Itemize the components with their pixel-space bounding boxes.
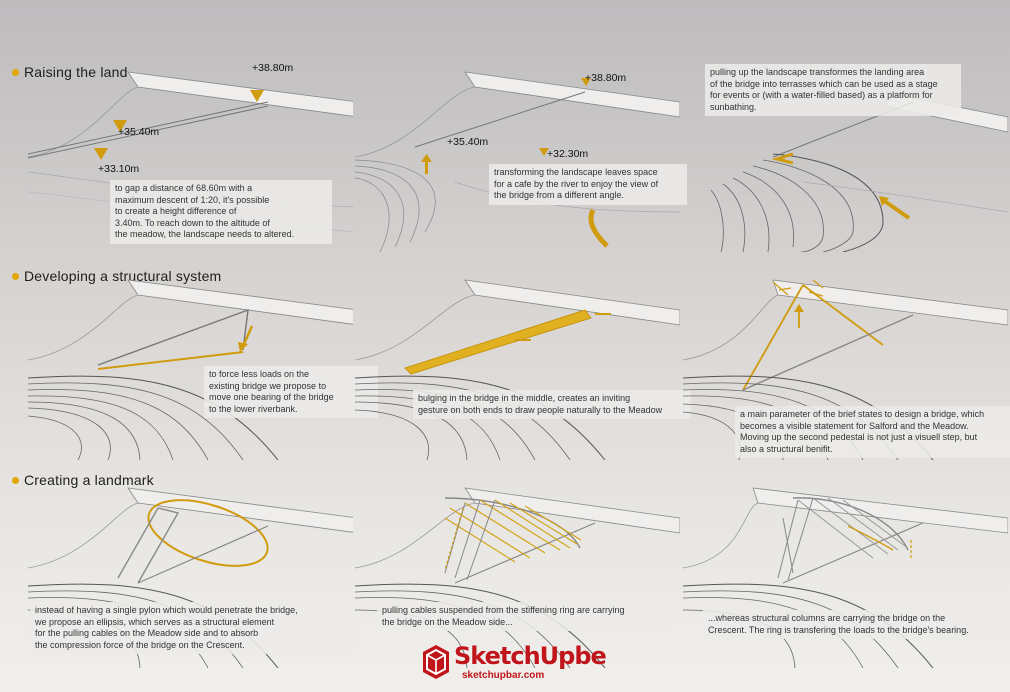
section-title-text: Raising the land [24,64,128,80]
landscape-drawing [683,279,1008,460]
diagram-panel-2: +38.80m +35.40m +32.30m transforming the… [355,62,687,252]
caption-text: to force less loads on the existing brid… [204,366,378,418]
landscape-drawing [28,279,353,460]
elevation-label: +38.80m [585,72,627,84]
diagram-panel-1: +38.80m +35.40m +33.10m to gap a distanc… [28,62,353,252]
bullet-icon [12,272,19,280]
landscape-drawing [355,71,680,252]
landscape-drawing [355,487,680,668]
caption-text: pulling cables suspended from the stiffe… [377,602,671,631]
section-title-text: Developing a structural system [24,268,222,284]
caption-text: pulling up the landscape transformes the… [705,64,961,116]
elevation-label: +32.30m [547,148,589,160]
diagram-panel-9: ...whereas structural columns are carryi… [683,478,1010,668]
caption-text: instead of having a single pylon which w… [30,602,358,654]
caption-text: bulging in the bridge in the middle, cre… [413,390,691,419]
diagram-panel-3: pulling up the landscape transformes the… [683,62,1008,252]
diagram-panel-4: to force less loads on the existing brid… [28,270,378,460]
section-title-text: Creating a landmark [24,472,154,488]
diagram-panel-5: bulging in the bridge in the middle, cre… [355,270,691,460]
elevation-label: +35.40m [447,136,489,148]
caption-text: transforming the landscape leaves space … [489,164,687,205]
diagram-panel-8: pulling cables suspended from the stiffe… [355,478,680,668]
sketchup-cube-icon [423,645,449,679]
landscape-drawing [683,487,1008,668]
bullet-icon [12,68,19,76]
bullet-icon [12,476,19,484]
caption-text: ...whereas structural columns are carryi… [703,610,1010,639]
landscape-drawing [355,279,680,460]
caption-text: a main parameter of the brief states to … [735,406,1010,458]
section-title-raising-land: Raising the land [12,64,128,80]
diagram-panel-6: a main parameter of the brief states to … [683,270,1010,460]
section-title-landmark: Creating a landmark [12,472,154,488]
elevation-label: +38.80m [252,62,294,74]
elevation-label: +35.40m [118,126,160,138]
elevation-label: +33.10m [98,163,140,175]
sketchup-logo: SketchUpbe sketchupbar.com [422,640,607,686]
diagram-panel-7: instead of having a single pylon which w… [28,478,358,668]
logo-site: sketchupbar.com [462,670,545,681]
caption-text: to gap a distance of 68.60m with a maxim… [110,180,332,244]
logo-name: SketchUpbe [454,642,607,670]
section-title-structural-system: Developing a structural system [12,268,221,284]
